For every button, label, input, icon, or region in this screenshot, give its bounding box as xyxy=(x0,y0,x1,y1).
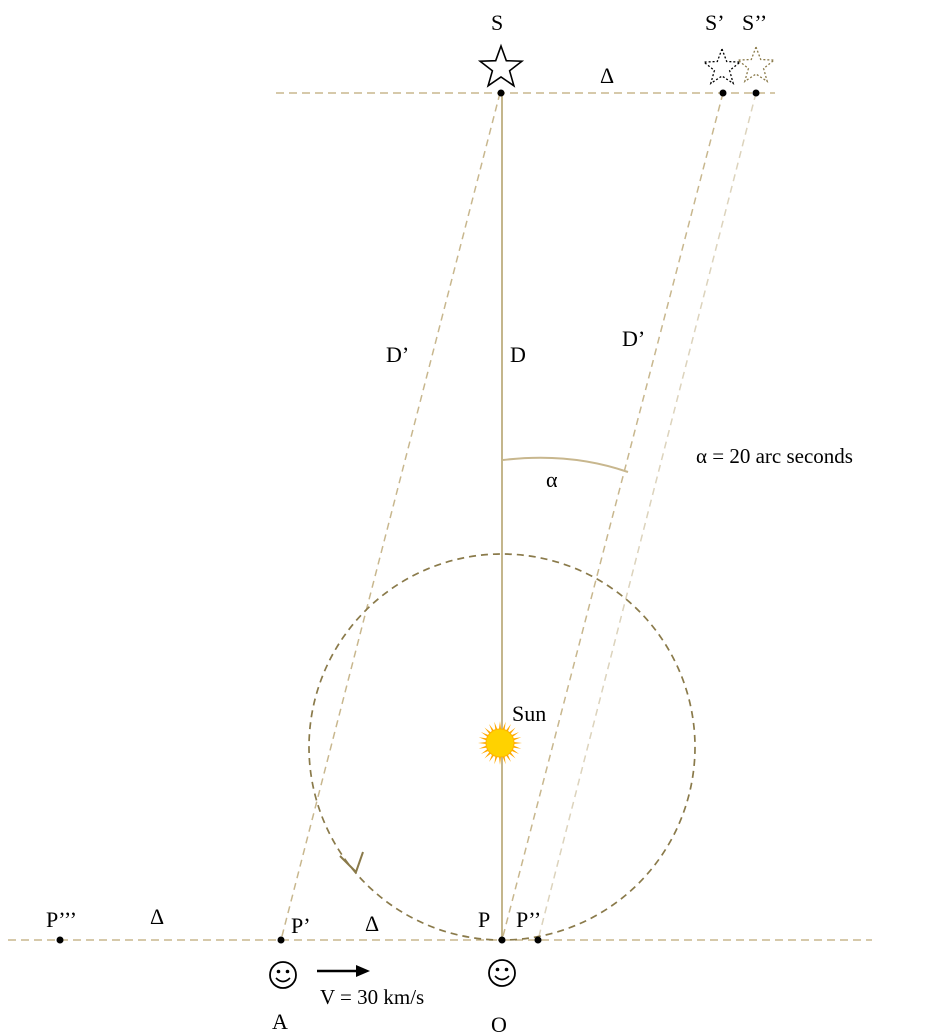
label-sun: Sun xyxy=(512,701,546,726)
star-outline-icon xyxy=(477,43,525,88)
sun-ray xyxy=(502,755,506,765)
label-velocity: V = 30 km/s xyxy=(320,985,424,1009)
sun-ray xyxy=(478,745,488,749)
point-p-triple-prime xyxy=(56,936,64,944)
smiley-face-icon xyxy=(269,961,297,989)
sun-ray xyxy=(512,741,522,745)
point-s-double-prime xyxy=(752,89,760,97)
label-d-prime-left: D’ xyxy=(386,342,409,367)
label-d-center: D xyxy=(510,342,526,367)
label-star-s-double-prime: S’’ xyxy=(742,10,767,35)
sun-ray xyxy=(478,741,488,745)
label-alpha-note: α = 20 arc seconds xyxy=(696,444,853,468)
point-p-double-prime xyxy=(534,936,542,944)
line-s-double-prime-to-p-double-prime xyxy=(537,92,757,941)
sun-ray xyxy=(512,745,522,749)
sun-ray xyxy=(478,737,488,741)
line-d-prime-left xyxy=(280,92,501,941)
point-p xyxy=(498,936,506,944)
label-p: P xyxy=(478,907,490,932)
label-delta-bottom-right: Δ xyxy=(365,911,379,936)
label-p-prime: P’ xyxy=(291,913,311,938)
smiley-face-icon xyxy=(488,959,516,987)
sun-ray xyxy=(502,721,506,731)
label-star-s-prime: S’ xyxy=(705,10,725,35)
label-delta-bottom-left: Δ xyxy=(150,904,164,929)
label-observer-a: A xyxy=(272,1009,288,1034)
point-p-prime xyxy=(277,936,285,944)
sun-ray xyxy=(498,755,502,765)
point-s xyxy=(497,89,505,97)
sun-ray xyxy=(512,737,522,741)
label-p-double-prime: P’’ xyxy=(516,907,541,932)
label-delta-top: Δ xyxy=(600,63,614,88)
label-alpha: α xyxy=(546,467,558,492)
star-dotted-faded-icon xyxy=(736,45,776,83)
label-star-s: S xyxy=(491,10,503,35)
sun-ray xyxy=(498,721,502,731)
point-s-prime xyxy=(719,89,727,97)
orbit-direction-arrow-icon xyxy=(339,851,364,874)
label-d-prime-right: D’ xyxy=(622,326,645,351)
label-observer-o: O xyxy=(491,1012,507,1036)
alpha-arc xyxy=(502,456,629,473)
sun-ray xyxy=(494,721,498,731)
sun-icon xyxy=(478,721,522,765)
sun-ray xyxy=(494,755,498,765)
star-dotted-icon xyxy=(702,47,742,85)
arrow-right-icon xyxy=(317,965,370,977)
label-p-triple-prime: P’’’ xyxy=(46,907,77,932)
line-d-prime-right xyxy=(501,92,724,941)
